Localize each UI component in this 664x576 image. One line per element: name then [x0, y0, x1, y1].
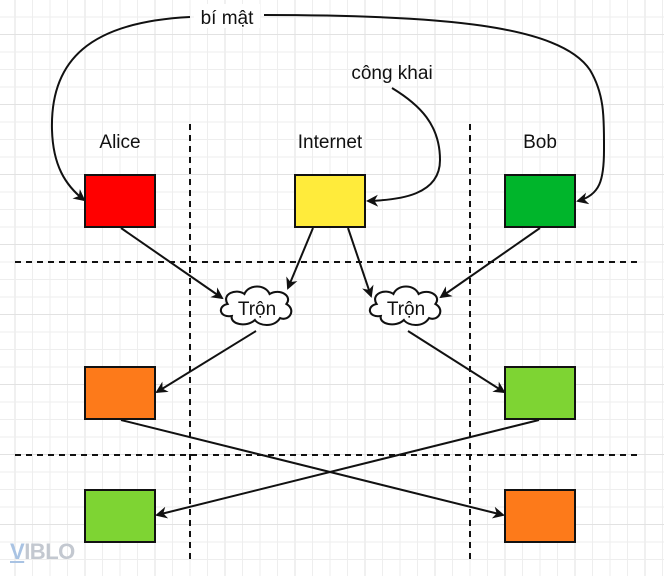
arrow-public-to-mix-left: [286, 227, 314, 290]
cloud-icon: [368, 285, 442, 326]
bob-mixed-color-box: [504, 366, 576, 420]
public-arrow-to-internet: [366, 87, 442, 207]
arrow-alice-mixed-to-bob: [120, 419, 505, 519]
bob-received-color-box: [504, 489, 576, 543]
arrow-mix-left-to-alice-mixed: [155, 330, 257, 394]
arrow-mix-right-to-bob-mixed: [407, 330, 506, 394]
secret-arrow-to-alice: [50, 16, 191, 202]
mix-cloud-right: Trộn: [368, 285, 442, 326]
public-label: công khai: [351, 63, 432, 84]
alice-received-color-box: [84, 489, 156, 543]
arrow-public-to-mix-right: [347, 227, 374, 298]
alice-mixed-color-box: [84, 366, 156, 420]
public-common-color-box: [294, 174, 366, 228]
mix-cloud-left: Trộn: [219, 285, 293, 326]
column-title-alice: Alice: [99, 132, 140, 153]
arrow-bob-mixed-to-alice: [155, 419, 540, 519]
column-title-bob: Bob: [523, 132, 557, 153]
secret-label-bg: [194, 4, 260, 28]
watermark-rest: IBLO: [24, 539, 75, 564]
column-title-internet: Internet: [298, 132, 363, 153]
mix-label-left: Trộn: [238, 299, 276, 320]
separators: [15, 124, 640, 560]
watermark-v: V: [10, 539, 25, 564]
bob-secret-color-box: [504, 174, 576, 228]
secret-arrow-to-bob: [263, 14, 606, 205]
alice-secret-color-box: [84, 174, 156, 228]
mix-label-right: Trộn: [387, 299, 425, 320]
arrow-bob-to-mix-right: [439, 227, 541, 299]
viblo-watermark-logo: VIBLO: [10, 539, 75, 565]
secret-label: bí mật: [201, 8, 255, 29]
cloud-icon: [219, 285, 293, 326]
arrow-alice-to-mix-left: [120, 227, 224, 300]
